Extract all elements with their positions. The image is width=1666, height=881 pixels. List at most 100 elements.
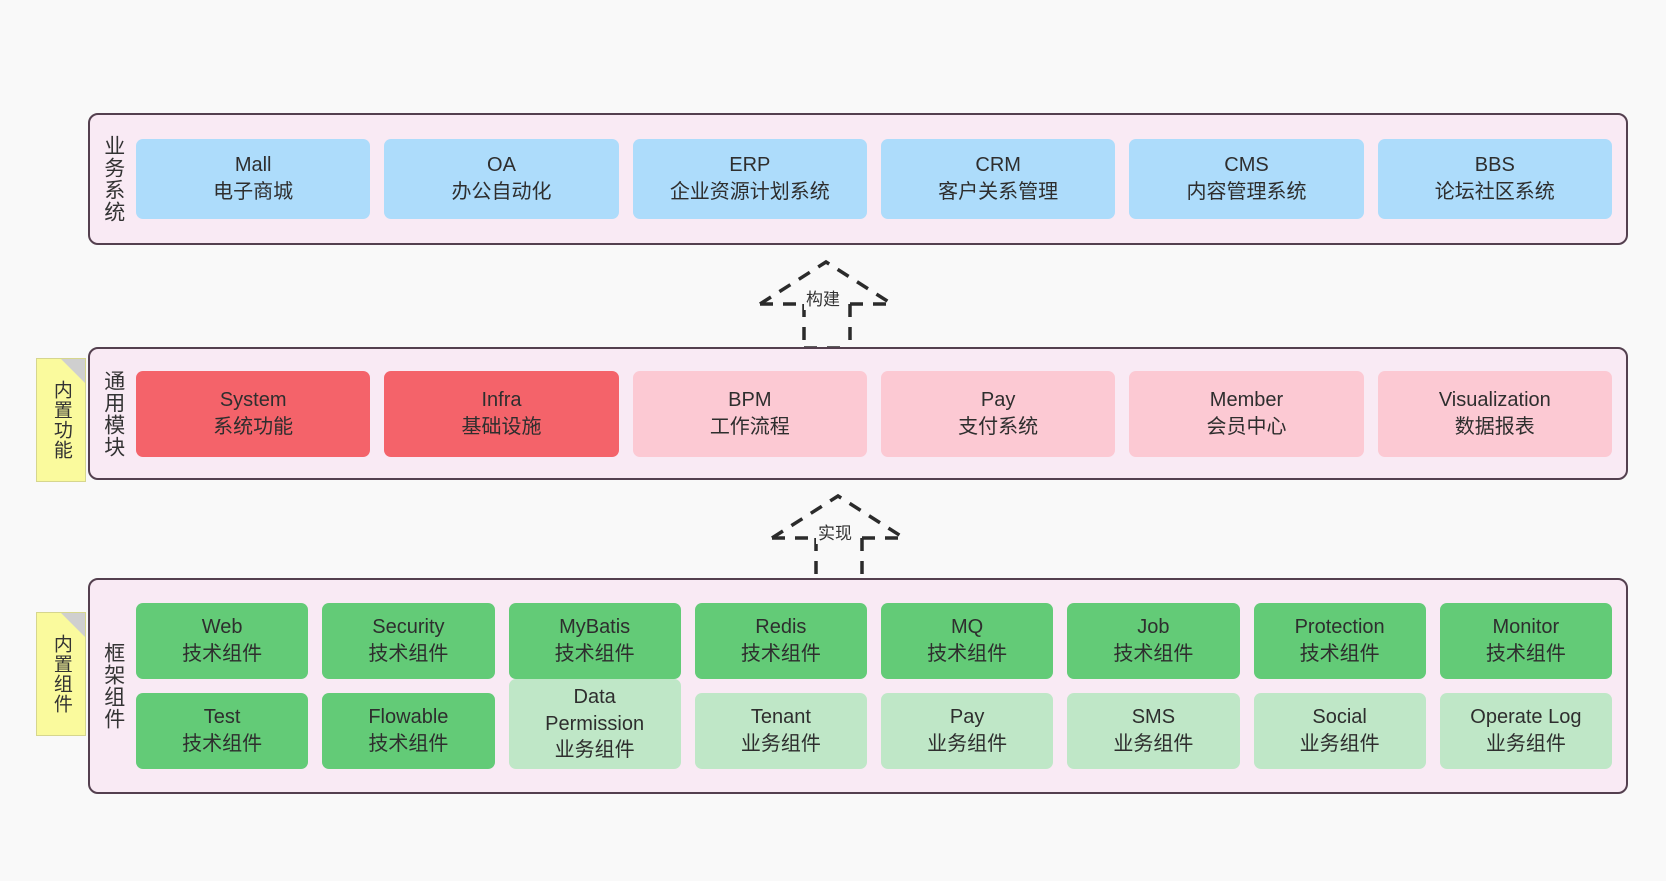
layer-body-common-modules: System 系统功能 Infra 基础设施 BPM 工作流程 Pay 支付系统… <box>136 349 1626 478</box>
node-pay-component[interactable]: Pay 业务组件 <box>881 693 1054 769</box>
node-web[interactable]: Web 技术组件 <box>136 603 309 679</box>
sticky-note-label: 内置组件 <box>50 634 72 714</box>
node-title: Social <box>1312 706 1367 729</box>
layer-label-business-systems: 业务系统 <box>101 135 125 223</box>
node-subtitle: 办公自动化 <box>451 181 552 203</box>
layer-body-business-systems: Mall 电子商城 OA 办公自动化 ERP 企业资源计划系统 CRM 客户关系… <box>136 115 1626 243</box>
build-arrowhead <box>759 259 893 306</box>
layer-panel-common-modules: 通用模块 System 系统功能 Infra 基础设施 BPM 工作流程 Pay… <box>88 347 1628 480</box>
connector-build: 构建 <box>758 258 898 350</box>
node-erp[interactable]: ERP 企业资源计划系统 <box>632 139 867 219</box>
node-title: MQ <box>951 616 984 639</box>
layer-label-framework-components: 框架组件 <box>101 642 125 730</box>
node-social[interactable]: Social 业务组件 <box>1253 693 1426 769</box>
node-title: Job <box>1137 616 1170 639</box>
node-subtitle: 客户关系管理 <box>938 181 1059 203</box>
node-title: Test <box>203 706 241 729</box>
node-subtitle: 技术组件 <box>554 643 635 665</box>
node-subtitle: 基础设施 <box>461 415 542 438</box>
build-shaft <box>760 302 892 350</box>
node-bbs[interactable]: BBS 论坛社区系统 <box>1377 139 1612 219</box>
node-subtitle: 支付系统 <box>958 415 1039 438</box>
node-title: MyBatis <box>559 616 631 639</box>
node-visualization[interactable]: Visualization 数据报表 <box>1377 370 1612 457</box>
node-title: Redis <box>755 616 807 639</box>
node-title: Member <box>1209 388 1284 411</box>
node-infra[interactable]: Infra 基础设施 <box>384 370 619 457</box>
node-title: System <box>219 388 287 411</box>
connector-build-label: 构建 <box>804 285 842 310</box>
sticky-note-label: 内置功能 <box>50 380 72 460</box>
node-monitor[interactable]: Monitor 技术组件 <box>1439 603 1612 679</box>
node-row-business-systems: Mall 电子商城 OA 办公自动化 ERP 企业资源计划系统 CRM 客户关系… <box>136 139 1612 219</box>
node-rows-framework-components: Web 技术组件 Security 技术组件 MyBatis 技术组件 Redi… <box>136 603 1612 769</box>
node-subtitle: 业务组件 <box>1113 733 1194 755</box>
node-subtitle: 技术组件 <box>182 733 263 755</box>
node-bpm[interactable]: BPM 工作流程 <box>632 370 867 457</box>
layer-panel-framework-components: 框架组件 Web 技术组件 Security 技术组件 MyBatis 技术组件 <box>88 578 1628 794</box>
node-cms[interactable]: CMS 内容管理系统 <box>1129 139 1364 219</box>
node-member[interactable]: Member 会员中心 <box>1129 370 1364 457</box>
node-title: Operate Log <box>1470 706 1582 729</box>
node-subtitle: 业务组件 <box>554 739 635 762</box>
node-title: Infra <box>481 388 522 411</box>
node-mall[interactable]: Mall 电子商城 <box>136 139 371 219</box>
node-subtitle: 会员中心 <box>1206 415 1287 438</box>
node-title: ERP <box>729 154 771 177</box>
node-tenant[interactable]: Tenant 业务组件 <box>694 693 867 769</box>
node-crm[interactable]: CRM 客户关系管理 <box>880 139 1116 219</box>
node-row-framework-business: Test 技术组件 Flowable 技术组件 Data Permission … <box>136 679 1612 769</box>
node-security[interactable]: Security 技术组件 <box>322 603 495 679</box>
layer-body-framework-components: Web 技术组件 Security 技术组件 MyBatis 技术组件 Redi… <box>136 580 1626 792</box>
node-title: Pay <box>949 706 985 729</box>
node-title: Monitor <box>1492 616 1560 639</box>
node-subtitle: 内容管理系统 <box>1186 181 1307 203</box>
node-row-framework-tech: Web 技术组件 Security 技术组件 MyBatis 技术组件 Redi… <box>136 603 1612 679</box>
node-subtitle: 技术组件 <box>1299 643 1380 665</box>
node-operate-log[interactable]: Operate Log 业务组件 <box>1439 693 1612 769</box>
node-data-permission[interactable]: Data Permission 业务组件 <box>508 679 681 769</box>
node-title: Data Permission <box>545 685 645 735</box>
node-subtitle: 数据报表 <box>1454 415 1535 438</box>
node-protection[interactable]: Protection 技术组件 <box>1253 603 1426 679</box>
connector-implement: 实现 <box>770 492 910 584</box>
node-title: Security <box>372 616 445 639</box>
node-subtitle: 工作流程 <box>709 415 790 438</box>
node-title: Protection <box>1294 616 1385 639</box>
node-system[interactable]: System 系统功能 <box>136 370 371 457</box>
layer-panel-business-systems: 业务系统 Mall 电子商城 OA 办公自动化 ERP 企业资源计划系统 CRM… <box>88 113 1628 245</box>
node-subtitle: 业务组件 <box>927 733 1008 755</box>
node-oa[interactable]: OA 办公自动化 <box>384 139 619 219</box>
node-title: Tenant <box>750 706 811 729</box>
node-test[interactable]: Test 技术组件 <box>136 693 309 769</box>
node-title: Pay <box>980 388 1016 411</box>
node-subtitle: 技术组件 <box>1113 643 1194 665</box>
node-mq[interactable]: MQ 技术组件 <box>881 603 1054 679</box>
node-redis[interactable]: Redis 技术组件 <box>694 603 867 679</box>
node-subtitle: 企业资源计划系统 <box>669 181 830 203</box>
node-subtitle: 论坛社区系统 <box>1434 181 1555 203</box>
sticky-note-builtin-components: 内置组件 <box>36 612 86 736</box>
node-title: Mall <box>234 154 272 177</box>
node-job[interactable]: Job 技术组件 <box>1067 603 1240 679</box>
node-subtitle: 业务组件 <box>740 733 821 755</box>
implement-arrowhead <box>771 493 905 540</box>
node-mybatis[interactable]: MyBatis 技术组件 <box>508 603 681 679</box>
node-title: OA <box>487 154 516 177</box>
node-subtitle: 技术组件 <box>740 643 821 665</box>
node-sms[interactable]: SMS 业务组件 <box>1067 693 1240 769</box>
node-row-common-modules: System 系统功能 Infra 基础设施 BPM 工作流程 Pay 支付系统… <box>136 370 1612 457</box>
node-title: SMS <box>1131 706 1176 729</box>
node-subtitle: 业务组件 <box>1485 733 1566 755</box>
node-subtitle: 系统功能 <box>213 415 294 438</box>
node-title: Visualization <box>1438 388 1551 411</box>
node-subtitle: 技术组件 <box>182 643 263 665</box>
node-subtitle: 技术组件 <box>1485 643 1566 665</box>
node-title: CRM <box>975 154 1021 177</box>
node-subtitle: 技术组件 <box>927 643 1008 665</box>
node-pay-module[interactable]: Pay 支付系统 <box>880 370 1116 457</box>
node-flowable[interactable]: Flowable 技术组件 <box>322 693 495 769</box>
connector-implement-label: 实现 <box>816 519 854 544</box>
node-title: CMS <box>1224 154 1269 177</box>
